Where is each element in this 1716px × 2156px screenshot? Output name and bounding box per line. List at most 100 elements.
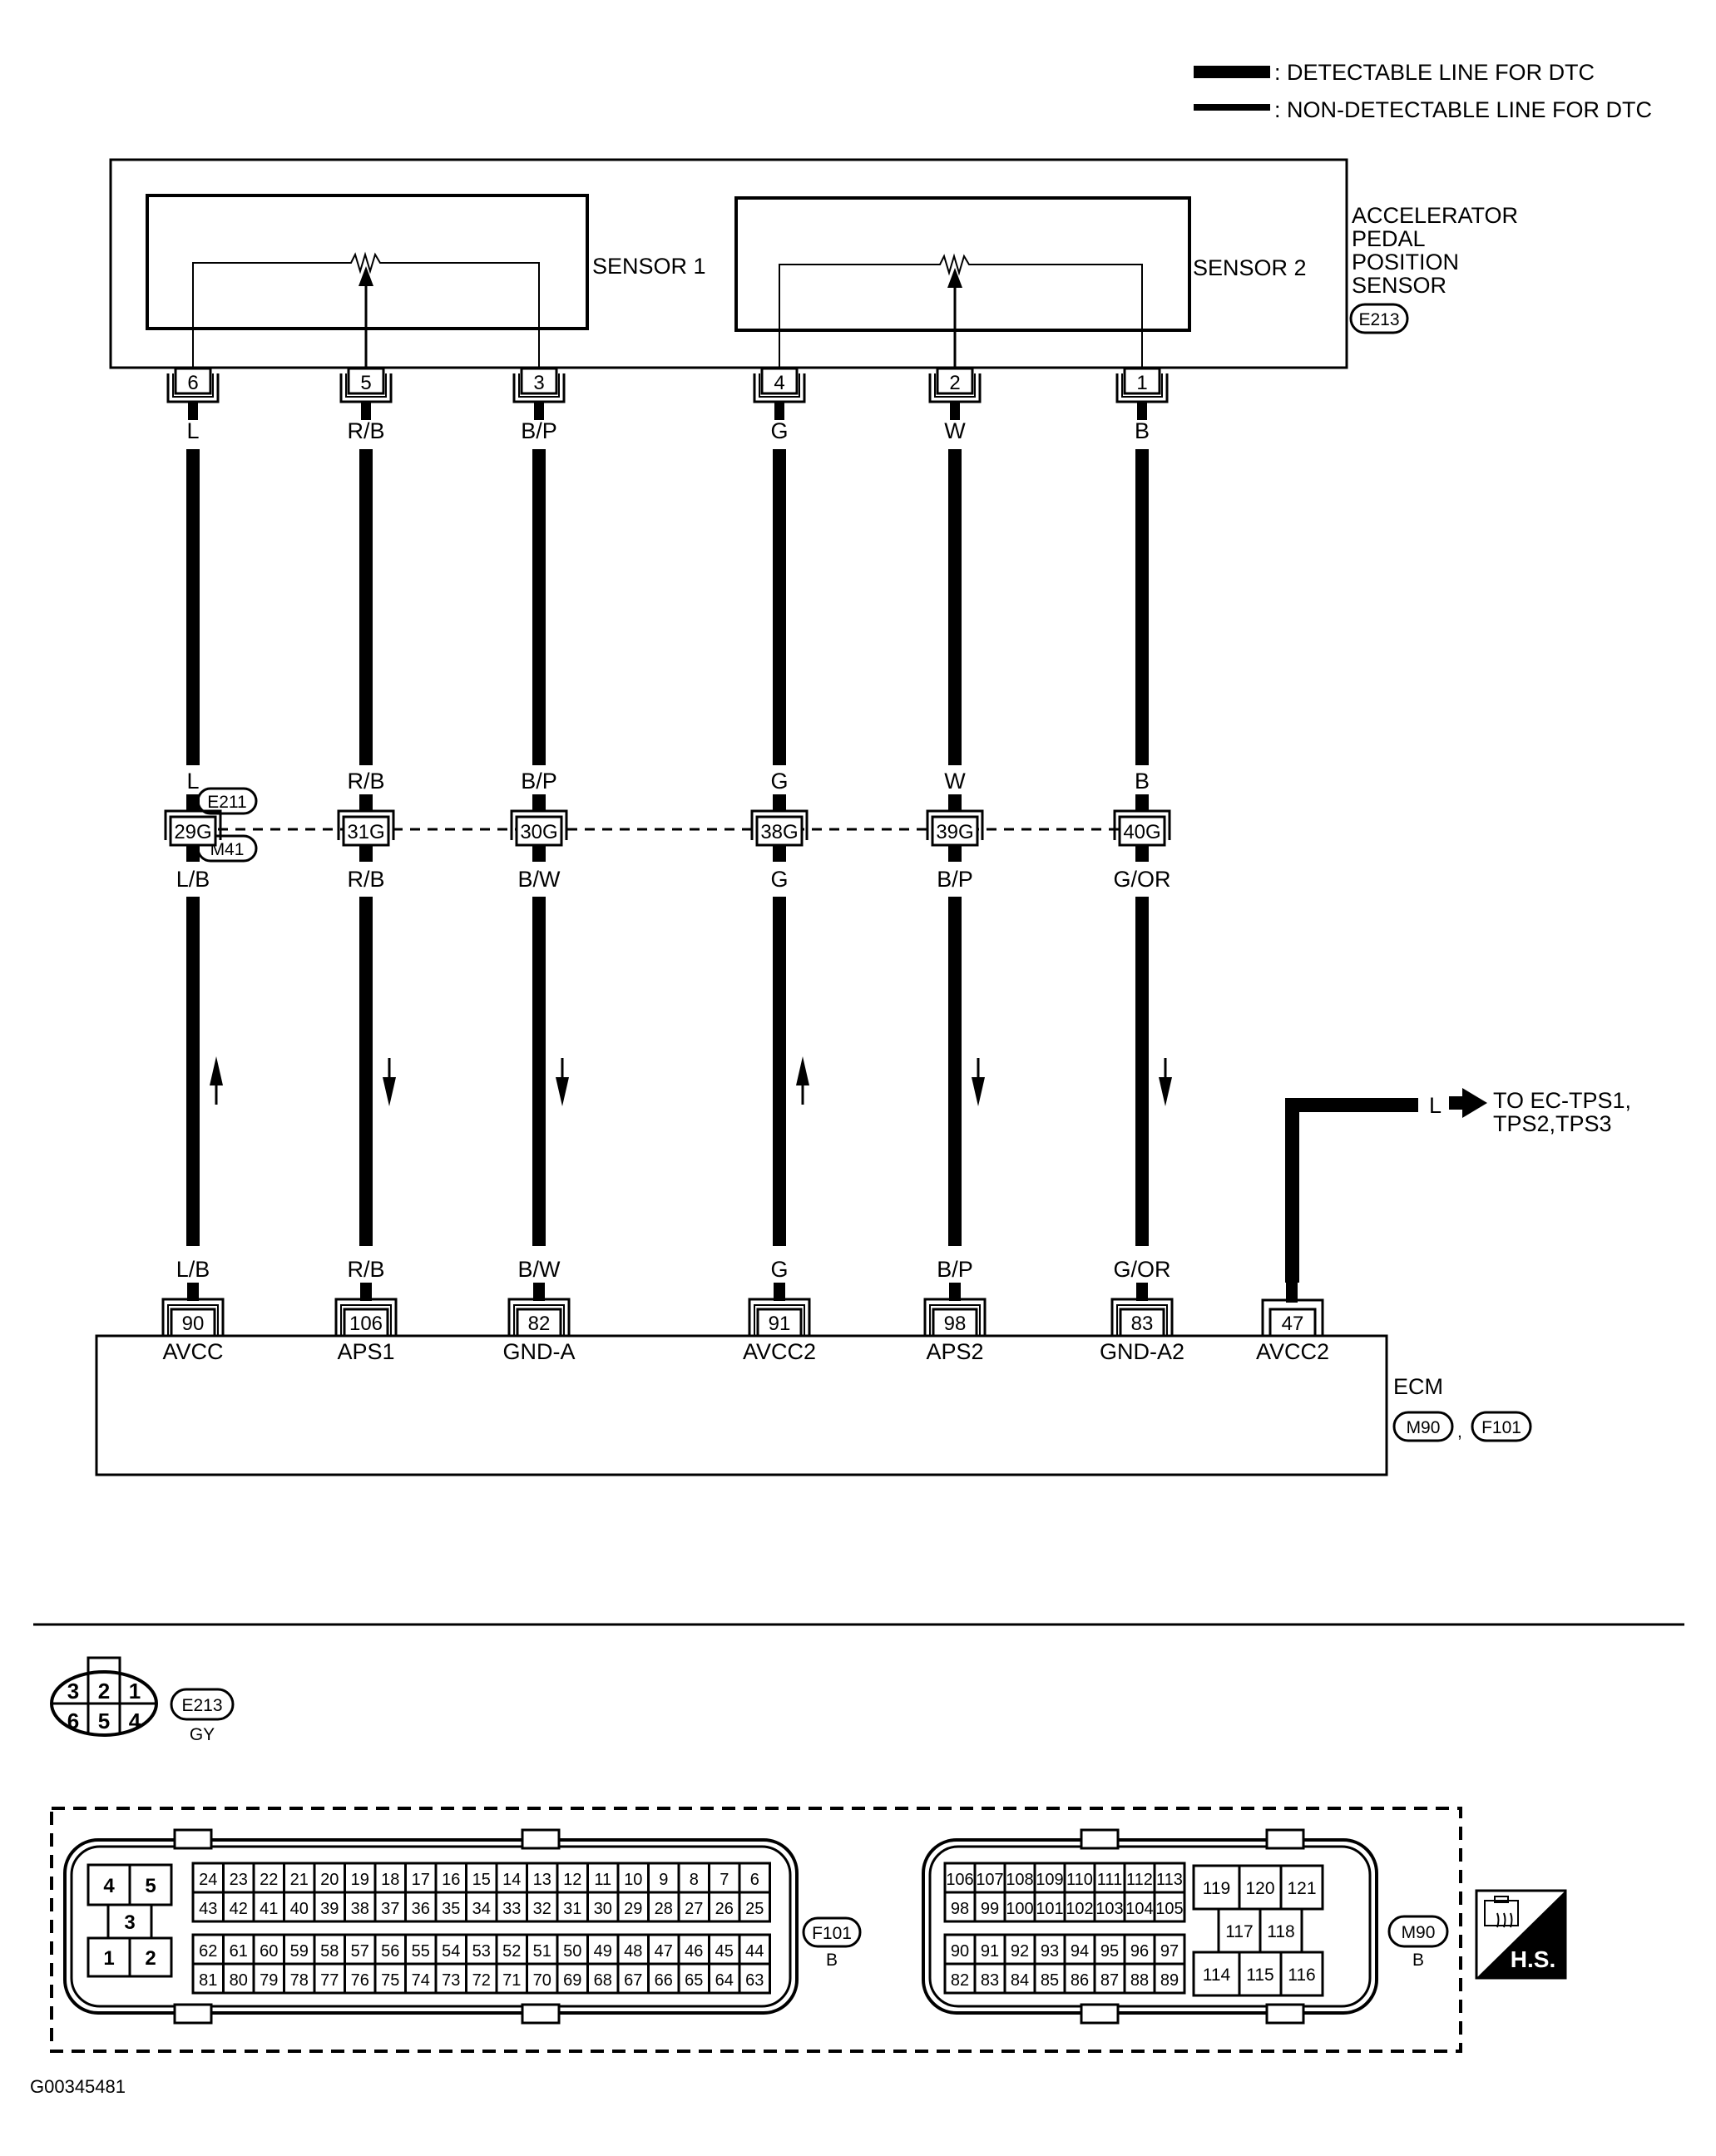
svg-text:F101: F101 xyxy=(1481,1418,1521,1437)
f101-pin-cell xyxy=(616,1891,650,1923)
m90-pin: 104 xyxy=(1125,1900,1153,1918)
f101-pin: 80 xyxy=(230,1971,248,1990)
ecm-pin-number: 98 xyxy=(944,1313,967,1335)
f101-pin-cell xyxy=(586,1891,620,1923)
f101-pin: 7 xyxy=(720,1871,729,1889)
m90-pin-cell xyxy=(943,1962,977,1995)
f101-power-pin: 5 xyxy=(145,1875,156,1897)
m90-housing-color: B xyxy=(1412,1951,1424,1970)
m90-pin: 83 xyxy=(981,1971,999,1990)
m90-pin: 98 xyxy=(951,1900,969,1918)
f101-pin: 6 xyxy=(750,1871,759,1889)
m90-pin-cell xyxy=(973,1891,1006,1923)
f101-pin-cell xyxy=(252,1891,285,1923)
m90-pin: 100 xyxy=(1006,1900,1033,1918)
f101-pin: 13 xyxy=(533,1871,551,1889)
ecm-connector-id-badge-1: M90 xyxy=(1392,1411,1454,1442)
sensor-title-line-1: ACCELERATOR xyxy=(1352,203,1518,228)
ecm-signal-name: AVCC2 xyxy=(743,1339,816,1364)
e213-housing-color: GY xyxy=(190,1725,215,1744)
m90-pin-cell xyxy=(1033,1891,1066,1923)
f101-pin: 74 xyxy=(412,1971,430,1990)
wire-stub xyxy=(188,402,198,420)
f101-pin: 63 xyxy=(745,1971,764,1990)
sensor-title-line-3: POSITION xyxy=(1352,250,1459,274)
m90-power-pin: 120 xyxy=(1245,1879,1274,1898)
m90-pin-cell xyxy=(1123,1891,1156,1923)
f101-pin-cell xyxy=(404,1962,438,1995)
junction-lower-color: B/W xyxy=(518,867,561,892)
m90-pin: 88 xyxy=(1130,1971,1149,1990)
f101-pin-cell xyxy=(586,1962,620,1995)
f101-pin: 81 xyxy=(199,1971,217,1990)
accelerator-pedal-position-sensor: SENSOR 1 SENSOR 2 ACCELERATOR PEDAL POSI… xyxy=(109,158,1518,369)
m90-pin-cell xyxy=(1153,1962,1186,1995)
ecm-connector-id-badge-2: F101 xyxy=(1471,1411,1532,1442)
f101-pin-cell xyxy=(191,1891,225,1923)
sensor-pin-number: 5 xyxy=(360,372,371,394)
m90-pin-cell xyxy=(1093,1933,1126,1966)
svg-text:47: 47 xyxy=(1282,1313,1304,1335)
f101-pin: 26 xyxy=(715,1900,734,1918)
m90-pin: 102 xyxy=(1066,1900,1093,1918)
wire-stub xyxy=(361,402,371,420)
sensor-pin-number: 6 xyxy=(187,372,198,394)
m90-pin: 113 xyxy=(1156,1871,1183,1889)
f101-pin: 53 xyxy=(472,1942,491,1961)
resistor-icon xyxy=(192,251,540,368)
m90-pin: 82 xyxy=(951,1971,969,1990)
f101-pin: 78 xyxy=(290,1971,309,1990)
legend-detectable-text: : DETECTABLE LINE FOR DTC xyxy=(1274,60,1595,85)
f101-pin: 79 xyxy=(260,1971,278,1990)
wire-stub xyxy=(774,402,784,420)
m90-power-pin: 115 xyxy=(1246,1966,1273,1985)
e213-pin: 2 xyxy=(98,1679,110,1704)
ecm-signal-name: APS1 xyxy=(337,1339,394,1364)
f101-pin-cell xyxy=(404,1891,438,1923)
avcc2-output-wire-vertical xyxy=(1285,1098,1299,1283)
m90-pin-cell xyxy=(1003,1933,1036,1966)
f101-pin: 48 xyxy=(624,1942,642,1961)
f101-pin: 55 xyxy=(412,1942,430,1961)
sensor-wire-color: B/P xyxy=(521,418,557,443)
arrow-down-icon xyxy=(383,1077,396,1106)
m90-pin-cell xyxy=(1093,1962,1126,1995)
arrow-down-icon xyxy=(1159,1077,1172,1106)
f101-pin: 17 xyxy=(412,1871,430,1889)
e213-pin: 4 xyxy=(129,1708,141,1733)
m90-pin: 97 xyxy=(1160,1942,1179,1961)
m90-pin: 95 xyxy=(1100,1942,1119,1961)
f101-pin: 67 xyxy=(624,1971,642,1990)
ecm-signal-name: AVCC xyxy=(162,1339,223,1364)
wire-stub xyxy=(534,402,544,420)
joint-connector-pin: 31G xyxy=(347,821,384,843)
e213-pin: 5 xyxy=(98,1708,110,1733)
f101-pin: 39 xyxy=(320,1900,339,1918)
f101-pin: 62 xyxy=(199,1942,217,1961)
f101-pin: 22 xyxy=(260,1871,278,1889)
f101-pin: 57 xyxy=(351,1942,369,1961)
hs-badge-text: H.S. xyxy=(1511,1946,1555,1972)
m90-pin: 91 xyxy=(981,1942,999,1961)
f101-pin: 45 xyxy=(715,1942,734,1961)
f101-pin-cell xyxy=(222,1891,255,1923)
arrow-right-icon xyxy=(1462,1088,1487,1118)
f101-pin: 33 xyxy=(502,1900,521,1918)
junction-upper-color: L xyxy=(186,769,199,794)
m90-pin: 94 xyxy=(1071,1942,1089,1961)
sensor-title-line-4: SENSOR xyxy=(1352,273,1446,298)
f101-pin: 72 xyxy=(472,1971,491,1990)
m90-pin: 96 xyxy=(1130,1942,1149,1961)
harness-side-badge: H.S. xyxy=(1475,1889,1567,1980)
f101-pin-cell xyxy=(465,1891,498,1923)
sensor-outer-box xyxy=(109,158,1348,369)
f101-pin: 50 xyxy=(563,1942,581,1961)
ecm-pin-number: 106 xyxy=(349,1313,383,1335)
f101-pin: 16 xyxy=(442,1871,460,1889)
wire-harness: 6LL29GL/BL/B90AVCC5R/BR/B31GR/BR/B106APS… xyxy=(161,251,1184,1364)
svg-text:E211: E211 xyxy=(207,793,247,812)
